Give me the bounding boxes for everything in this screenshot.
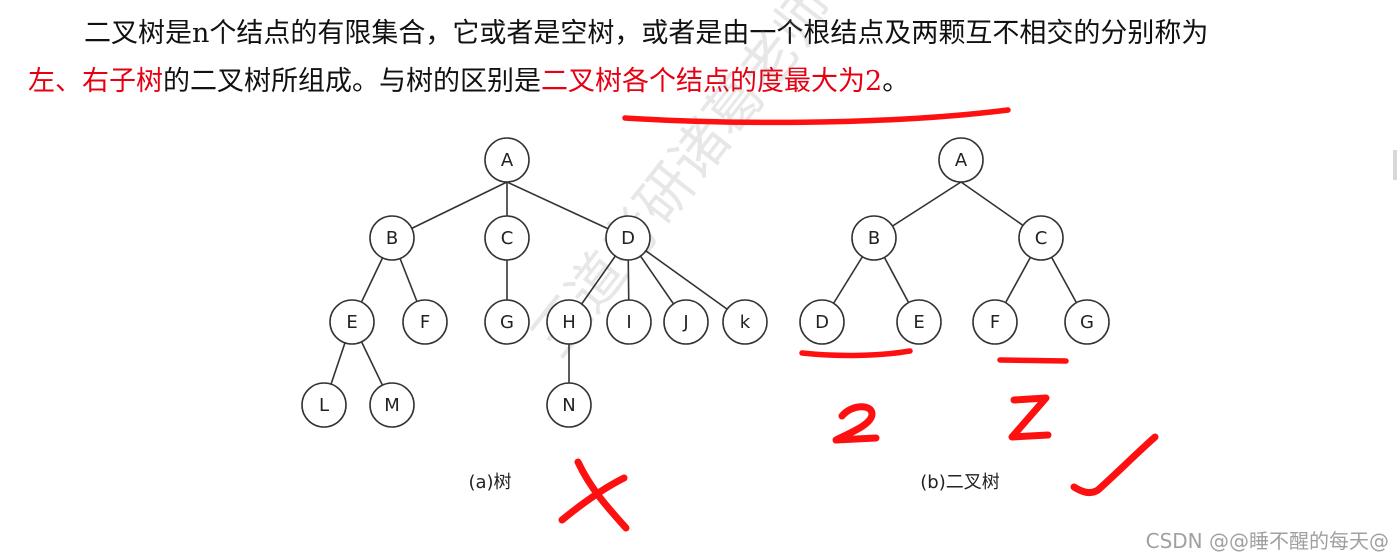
svg-text:A: A bbox=[501, 150, 514, 171]
tree-a-node-J: J bbox=[663, 299, 709, 345]
handwritten-z-mark bbox=[1008, 394, 1052, 441]
intro-line-1-text: 二叉树是n个结点的有限集合，它或者是空树，或者是由一个根结点及两颗互不相交的分别… bbox=[84, 18, 1209, 49]
underline-F-G bbox=[997, 357, 1069, 364]
tree-a-node-E: E bbox=[329, 299, 375, 345]
cross-mark-stroke-1 bbox=[574, 458, 630, 532]
tree-a-caption: (a)树 bbox=[468, 472, 511, 493]
intro-line-2-end: 。 bbox=[882, 66, 910, 97]
tree-a-node-H: H bbox=[546, 299, 592, 345]
tree-b-node-G: G bbox=[1064, 299, 1110, 345]
svg-text:C: C bbox=[501, 228, 514, 249]
intro-paragraph: 二叉树是n个结点的有限集合，它或者是空树，或者是由一个根结点及两颗互不相交的分别… bbox=[28, 10, 1390, 106]
svg-text:G: G bbox=[500, 312, 514, 333]
svg-text:L: L bbox=[319, 395, 329, 416]
intro-line-2-middle: 的二叉树所组成。与树的区别是 bbox=[163, 66, 541, 97]
tree-a-node-D: D bbox=[605, 215, 651, 261]
tree-b-node-D: D bbox=[799, 299, 845, 345]
tree-b-node-B: B bbox=[851, 215, 897, 261]
svg-text:A: A bbox=[955, 150, 968, 171]
tree-a-node-F: F bbox=[402, 299, 448, 345]
underline-D-E bbox=[799, 348, 913, 359]
svg-text:E: E bbox=[346, 312, 357, 333]
tree-b-node-F: F bbox=[972, 299, 1018, 345]
tree-a-node-M: M bbox=[369, 382, 415, 428]
tree-a-node-A: A bbox=[484, 137, 530, 183]
tree-b-caption: (b)二叉树 bbox=[920, 472, 999, 493]
svg-text:I: I bbox=[626, 312, 631, 333]
csdn-watermark: CSDN @@睡不醒的每天@ bbox=[1145, 529, 1389, 553]
svg-text:M: M bbox=[384, 395, 400, 416]
highlight-binary-tree-degree: 二叉树各个结点的度最大为2 bbox=[541, 66, 883, 97]
highlight-left-right-subtree: 左、右子树 bbox=[28, 66, 163, 97]
svg-text:D: D bbox=[815, 312, 829, 333]
svg-text:D: D bbox=[621, 228, 635, 249]
svg-text:B: B bbox=[386, 228, 398, 249]
svg-text:B: B bbox=[868, 228, 880, 249]
svg-text:N: N bbox=[562, 395, 575, 416]
cross-mark-stroke-2 bbox=[558, 474, 628, 524]
intro-line-2: 左、右子树的二叉树所组成。与树的区别是二叉树各个结点的度最大为2。 bbox=[28, 58, 1390, 106]
svg-text:E: E bbox=[913, 312, 924, 333]
tree-a-node-I: I bbox=[606, 299, 652, 345]
svg-text:k: k bbox=[740, 312, 751, 333]
svg-text:C: C bbox=[1035, 228, 1048, 249]
scrollbar-edge[interactable] bbox=[1393, 150, 1397, 180]
edge-a-D-K bbox=[627, 237, 746, 323]
tree-a-node-B: B bbox=[369, 215, 415, 261]
tree-a-node-N: N bbox=[546, 382, 592, 428]
svg-text:F: F bbox=[990, 312, 1000, 333]
tree-b-node-C: C bbox=[1018, 215, 1064, 261]
check-mark bbox=[1070, 433, 1159, 497]
tree-a-node-C: C bbox=[484, 215, 530, 261]
intro-line-1: 二叉树是n个结点的有限集合，它或者是空树，或者是由一个根结点及两颗互不相交的分别… bbox=[28, 10, 1390, 58]
svg-text:H: H bbox=[562, 312, 576, 333]
handwritten-2-mark bbox=[832, 403, 880, 444]
tree-a-node-L: L bbox=[301, 382, 347, 428]
svg-text:F: F bbox=[420, 312, 430, 333]
svg-text:J: J bbox=[682, 312, 688, 333]
underline-annotation bbox=[622, 107, 1011, 126]
svg-text:G: G bbox=[1080, 312, 1094, 333]
tree-b-node-E: E bbox=[896, 299, 942, 345]
tree-a-node-K: k bbox=[722, 299, 768, 345]
tree-b-node-A: A bbox=[938, 137, 984, 183]
tree-a-node-G: G bbox=[484, 299, 530, 345]
